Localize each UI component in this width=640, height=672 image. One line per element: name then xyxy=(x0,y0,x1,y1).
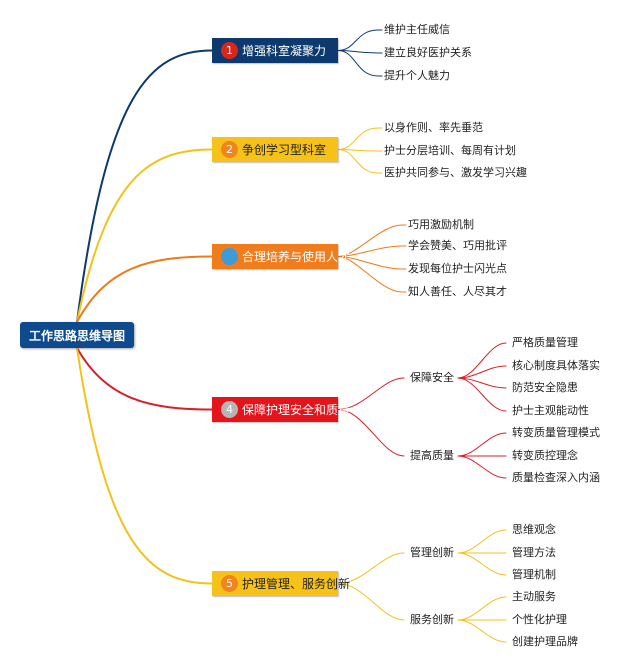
leaf-connector xyxy=(337,149,383,152)
leaf-connector xyxy=(457,432,507,457)
leaf-connector xyxy=(457,365,507,379)
number-badge: 1 xyxy=(221,42,238,59)
leaf-connector xyxy=(337,50,383,54)
leaf-connector xyxy=(337,256,407,270)
branch-node-safety-quality[interactable]: 4 保障护理安全和质量 xyxy=(212,397,350,422)
sub-connector xyxy=(337,583,405,621)
number-badge: 4 xyxy=(221,401,238,418)
sub-connector xyxy=(337,377,405,410)
number-badge: 2 xyxy=(221,141,238,158)
branch-connector xyxy=(76,148,213,323)
leaf-node[interactable]: 建立良好医护关系 xyxy=(384,46,472,59)
leaf-node[interactable]: 巧用激励机制 xyxy=(408,218,474,231)
leaf-node[interactable]: 提升个人魅力 xyxy=(384,69,450,82)
leaf-node[interactable]: 护士分层培训、每周有计划 xyxy=(384,144,516,157)
branch-node-learning[interactable]: 2 争创学习型科室 xyxy=(212,137,338,162)
leaf-node[interactable]: 知人善任、人尽其才 xyxy=(408,285,507,298)
sub-node-safety[interactable]: 保障安全 xyxy=(410,371,454,384)
leaf-node[interactable]: 以身作则、率先垂范 xyxy=(384,121,483,134)
branch-connector xyxy=(76,347,213,411)
branch-label: 保障护理安全和质量 xyxy=(242,403,351,417)
leaf-node[interactable]: 转变质量管理模式 xyxy=(512,426,600,439)
sub-node-management[interactable]: 管理创新 xyxy=(410,546,454,559)
leaf-node[interactable]: 管理机制 xyxy=(512,568,556,581)
leaf-node[interactable]: 主动服务 xyxy=(512,590,556,603)
root-node[interactable]: 工作思路思维导图 xyxy=(20,322,134,348)
sub-connector xyxy=(337,409,405,457)
leaf-node[interactable]: 核心制度具体落实 xyxy=(512,359,600,372)
branch-connector xyxy=(76,255,213,323)
leaf-node[interactable]: 防范安全隐患 xyxy=(512,381,578,394)
branch-node-talent[interactable]: 3 合理培养与使用人才 xyxy=(212,244,350,269)
leaf-node[interactable]: 护士主观能动性 xyxy=(512,404,589,417)
leaf-connector xyxy=(457,619,507,643)
root-label: 工作思路思维导图 xyxy=(28,328,125,343)
leaf-connector xyxy=(337,149,383,174)
leaf-connector xyxy=(337,256,407,293)
branch-connector xyxy=(76,49,213,323)
branch-connector xyxy=(76,347,213,585)
number-badge: 3 xyxy=(221,248,238,265)
branch-node-innovation[interactable]: 5 护理管理、服务创新 xyxy=(212,571,350,596)
sub-connector xyxy=(337,552,405,584)
branch-label: 护理管理、服务创新 xyxy=(242,577,351,591)
branch-label: 增强科室凝聚力 xyxy=(242,44,327,58)
leaf-node[interactable]: 管理方法 xyxy=(512,546,556,559)
leaf-connector xyxy=(337,127,383,150)
leaf-connector xyxy=(337,50,383,77)
leaf-connector xyxy=(457,596,507,621)
leaf-connector xyxy=(337,29,383,51)
leaf-connector xyxy=(337,245,407,257)
leaf-node[interactable]: 转变质控理念 xyxy=(512,449,578,462)
leaf-node[interactable]: 思维观念 xyxy=(512,523,556,536)
leaf-connector xyxy=(337,224,407,257)
leaf-node[interactable]: 学会赞美、巧用批评 xyxy=(408,239,507,252)
leaf-connector xyxy=(457,377,507,412)
leaf-node[interactable]: 质量检查深入内涵 xyxy=(512,471,600,484)
sub-node-service[interactable]: 服务创新 xyxy=(410,613,454,626)
leaf-node[interactable]: 发现每位护士闪光点 xyxy=(408,262,507,275)
branch-node-cohesion[interactable]: 1 增强科室凝聚力 xyxy=(212,38,338,63)
number-badge: 5 xyxy=(221,575,238,592)
leaf-connector xyxy=(457,342,507,379)
branch-label: 争创学习型科室 xyxy=(242,143,327,157)
sub-node-quality[interactable]: 提高质量 xyxy=(410,449,454,462)
leaf-connector xyxy=(457,455,507,479)
leaf-node[interactable]: 创建护理品牌 xyxy=(512,635,578,648)
leaf-node[interactable]: 维护主任威信 xyxy=(384,23,450,36)
leaf-node[interactable]: 严格质量管理 xyxy=(512,336,578,349)
leaf-node[interactable]: 医护共同参与、激发学习兴趣 xyxy=(384,166,527,179)
leaf-connector xyxy=(457,552,507,576)
leaf-connector xyxy=(457,529,507,554)
branch-label: 合理培养与使用人才 xyxy=(242,250,351,264)
leaf-node[interactable]: 个性化护理 xyxy=(512,613,567,626)
